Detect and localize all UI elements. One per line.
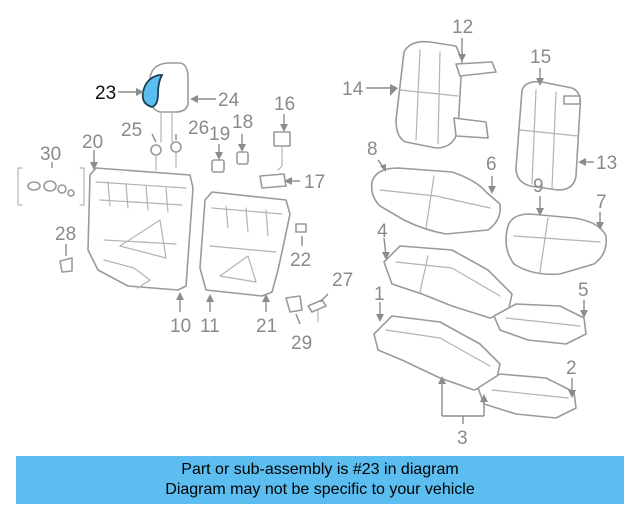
callout-labels: 23 24 25 26 19 18 16 17 20 30 28 22 27 2… (40, 17, 617, 449)
callout-13[interactable]: 13 (596, 153, 617, 174)
info-banner: Part or sub-assembly is #23 in diagram D… (16, 456, 624, 504)
callout-4[interactable]: 4 (377, 221, 388, 242)
seat-pad-4[interactable] (383, 245, 513, 319)
seat-pad-5[interactable] (493, 303, 587, 345)
callout-14[interactable]: 14 (342, 79, 364, 100)
callout-7[interactable]: 7 (596, 192, 607, 213)
callout-5[interactable]: 5 (578, 280, 589, 301)
callout-1[interactable]: 1 (374, 284, 385, 305)
callout-23[interactable]: 23 (95, 83, 116, 104)
callout-12[interactable]: 12 (452, 17, 473, 38)
callout-10[interactable]: 10 (170, 316, 191, 337)
hook-16[interactable] (273, 131, 291, 171)
seatback-cushion-15[interactable] (515, 80, 582, 191)
callout-15[interactable]: 15 (530, 47, 551, 68)
callout-28[interactable]: 28 (55, 224, 76, 245)
callout-2[interactable]: 2 (566, 358, 577, 379)
bolt-26[interactable] (170, 141, 182, 168)
latch-17[interactable] (259, 173, 287, 189)
callout-11[interactable]: 11 (200, 316, 220, 337)
callout-16[interactable]: 16 (274, 94, 295, 115)
callout-25[interactable]: 25 (121, 120, 142, 141)
callout-19[interactable]: 19 (209, 124, 230, 145)
seatback-frame-11[interactable] (199, 191, 291, 297)
banner-line-1: Part or sub-assembly is #23 in diagram (181, 461, 459, 478)
seat-frame-2[interactable] (477, 373, 577, 419)
banner-line-2: Diagram may not be specific to your vehi… (165, 481, 475, 498)
seatback-frame-12[interactable] (453, 61, 497, 139)
seat-frame-1[interactable] (373, 315, 501, 391)
callout-30[interactable]: 30 (40, 144, 61, 165)
seat-cushion-9[interactable] (505, 213, 608, 276)
leader-lines (51, 38, 604, 424)
parts-group-30[interactable] (17, 167, 85, 206)
callout-24[interactable]: 24 (218, 90, 240, 111)
clip-19[interactable] (211, 159, 225, 173)
callout-29[interactable]: 29 (291, 333, 312, 354)
callout-6[interactable]: 6 (486, 154, 497, 175)
bolt-25[interactable] (150, 144, 162, 171)
callout-9[interactable]: 9 (533, 176, 544, 197)
callout-27[interactable]: 27 (332, 270, 353, 291)
bracket-29[interactable] (285, 295, 303, 313)
callout-22[interactable]: 22 (290, 250, 311, 271)
bolt-27[interactable] (307, 299, 327, 323)
clip-18[interactable] (236, 151, 249, 165)
callout-18[interactable]: 18 (232, 112, 253, 133)
clip-22[interactable] (295, 223, 307, 233)
callout-17[interactable]: 17 (304, 172, 325, 193)
callout-20[interactable]: 20 (82, 132, 103, 153)
seat-cushion-8[interactable] (370, 167, 502, 235)
parts-diagram: 23 24 25 26 19 18 16 17 20 30 28 22 27 2… (17, 17, 617, 449)
callout-21[interactable]: 21 (256, 316, 277, 337)
callout-3[interactable]: 3 (457, 428, 468, 449)
seatback-frame-20[interactable] (87, 167, 194, 291)
callout-8[interactable]: 8 (367, 139, 378, 160)
clip-28[interactable] (59, 257, 73, 273)
highlighted-part-23[interactable] (141, 74, 164, 108)
callout-26[interactable]: 26 (188, 118, 209, 139)
seatback-cushion-14[interactable] (395, 40, 463, 149)
